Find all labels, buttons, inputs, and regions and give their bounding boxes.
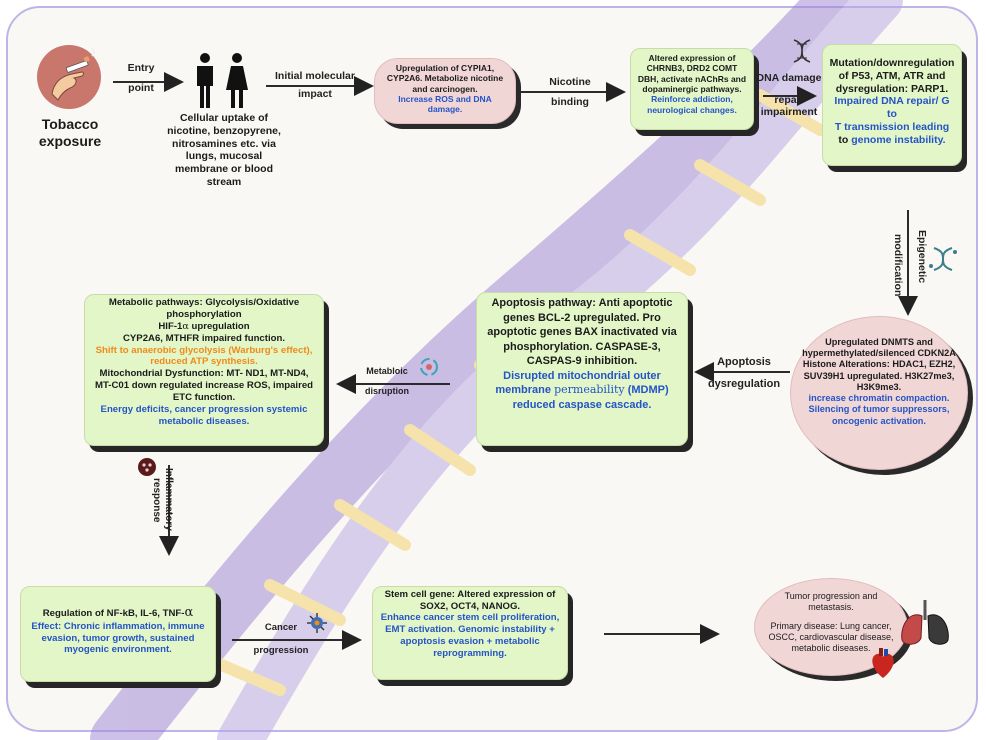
stem-cell-text: Stem cell gene: Altered expression of SO…	[384, 589, 556, 612]
initial-label-2: impact	[298, 88, 332, 100]
tumor-body: Primary disease: Lung cancer, OSCC, card…	[768, 620, 894, 653]
apoptosis-effect-c: (MDMP) reduced caspase cascade.	[512, 384, 669, 411]
metabolic-effect: Energy deficits, cancer progression syst…	[100, 404, 308, 427]
apoptosis-box: Apoptosis pathway: Anti apoptotic genes …	[476, 292, 688, 446]
receptors-text: Altered expression of CHRNB3, DRD2 COMT …	[637, 53, 747, 95]
dna-icon	[793, 39, 811, 63]
metabolic-mito: Mitochondrial Dysfunction: MT- ND1, MT-N…	[94, 368, 314, 404]
stem-cell-box: Stem cell gene: Altered expression of SO…	[372, 586, 568, 680]
entry-label: Entry point	[118, 62, 164, 94]
inflam-label-2: response	[151, 478, 162, 523]
mutation-text: Mutation/downregulation of P53, ATM, ATR…	[829, 57, 955, 95]
initial-label-1: Initial molecular	[275, 70, 355, 82]
inflammatory-label: Inflammatory	[163, 468, 174, 531]
metabolic-disruption-label: Metabloic disruption	[358, 366, 416, 396]
inflammation-text: Regulation of NF-kB, IL-6, TNF-	[42, 608, 185, 619]
cancer-label-1: Cancer	[264, 622, 298, 633]
metabolic-cyp: CYP2A6, MTHFR impaired function.	[122, 332, 286, 344]
tobacco-title-line1: Tobacco	[41, 116, 99, 132]
mutation-effect-2: T transmission leading	[834, 120, 950, 133]
dna-network-icon	[929, 247, 957, 271]
metabolic-pathways: Metabolic pathways: Glycolysis/Oxidative…	[108, 297, 300, 320]
cancer-label-2: progression	[253, 645, 309, 656]
inflammation-effect: Effect: Chronic inflammation, immune eva…	[31, 620, 205, 656]
uptake-text: Cellular uptake of nicotine, benzopyrene…	[167, 112, 281, 188]
cancer-progression-label: Cancer progression	[246, 622, 316, 656]
mutation-effect-1: Impaired DNA repair/ G to	[834, 95, 950, 121]
hand-cigarette-icon	[37, 45, 101, 109]
tumor-title: Tumor progression and metastasis.	[784, 591, 878, 612]
cyp-text: Upregulation of CYPIA1, CYP2A6. Metaboli…	[386, 63, 504, 94]
epigenetic-box: Upregulated DNMTS and hypermethylated/si…	[790, 316, 968, 470]
repair-label-2: impairment	[760, 106, 818, 118]
mutation-to: to	[838, 133, 849, 146]
cell-cycle-icon	[420, 358, 438, 376]
heart-icon	[872, 648, 894, 678]
man-icon	[197, 53, 213, 108]
epigenetic-effect: increase chromatin compaction. Silencing…	[808, 393, 950, 426]
entry-label-1: Entry	[127, 62, 155, 74]
apoptosis-text: Apoptosis pathway: Anti apoptotic genes …	[487, 297, 677, 368]
epigenetic-dnmt: Upregulated DNMTS and hypermethylated/si…	[802, 337, 956, 359]
metab-label-1: Metabloic	[366, 366, 408, 376]
modification-label: modification	[892, 234, 904, 296]
metabolic-warburg: Shift to anaerobic glycolysis (Warburg's…	[95, 344, 313, 368]
metabolic-box: Metabolic pathways: Glycolysis/Oxidative…	[84, 294, 324, 446]
metab-label-2: disruption	[365, 386, 409, 396]
apop-label-2: dysregulation	[707, 378, 781, 390]
stem-cell-effect: Enhance cancer stem cell proliferation, …	[380, 612, 560, 659]
apoptosis-dysregulation-label: Apoptosis dysregulation	[702, 356, 786, 390]
inflammation-box: Regulation of NF-kB, IL-6, TNF-α Effect:…	[20, 586, 216, 682]
initial-impact-label: Initial molecular impact	[268, 70, 362, 100]
metabolic-hif: HIF-1	[158, 320, 183, 332]
cyp-box: Upregulation of CYPIA1, CYP2A6. Metaboli…	[374, 58, 516, 124]
entry-label-2: point	[128, 82, 154, 94]
virus-icon	[307, 613, 327, 633]
nicotine-label-2: binding	[551, 96, 589, 108]
receptors-box: Altered expression of CHRNB3, DRD2 COMT …	[630, 48, 754, 130]
tobacco-exposure-label: Tobacco exposure	[26, 116, 114, 150]
inflammation-alpha: α	[184, 605, 194, 620]
epigenetic-label-1: Epigenetic	[916, 230, 928, 284]
woman-icon	[226, 53, 248, 108]
epigenetic-histone: Histone Alterations: HDAC1, EZH2, SUV39H…	[802, 359, 956, 392]
repair-label-1: repair	[774, 94, 804, 106]
response-label: response	[151, 478, 162, 522]
apop-label-1: Apoptosis	[717, 356, 771, 368]
inflam-label-1: Inflammatory	[163, 468, 174, 531]
metabolic-upreg: upregulation	[188, 320, 250, 332]
mutation-effect-3: genome instability.	[851, 133, 946, 146]
modification-label-text: modification	[892, 234, 904, 297]
metabolic-alpha: α	[182, 320, 189, 332]
epigenetic-modification-label: Epigenetic	[916, 230, 928, 283]
receptors-effect: Reinforce addiction, neurological change…	[647, 94, 737, 115]
nicotine-label-1: Nicotine	[549, 76, 591, 88]
dna-damage-text: DNA damage	[756, 72, 822, 84]
cell-icon	[138, 458, 156, 476]
nicotine-binding-label: Nicotine binding	[530, 76, 610, 108]
cyp-effect: Increase ROS and DNA damage.	[398, 94, 492, 115]
apoptosis-effect-b: permeability	[554, 383, 625, 397]
tobacco-title-line2: exposure	[38, 133, 102, 150]
dna-damage-label: DNA damage repair impairment	[756, 72, 822, 118]
apoptosis-effect-a: Disrupted mitochondrial outer membrane	[495, 369, 661, 397]
lungs-icon	[901, 600, 949, 645]
mutation-box: Mutation/downregulation of P53, ATM, ATR…	[822, 44, 962, 166]
